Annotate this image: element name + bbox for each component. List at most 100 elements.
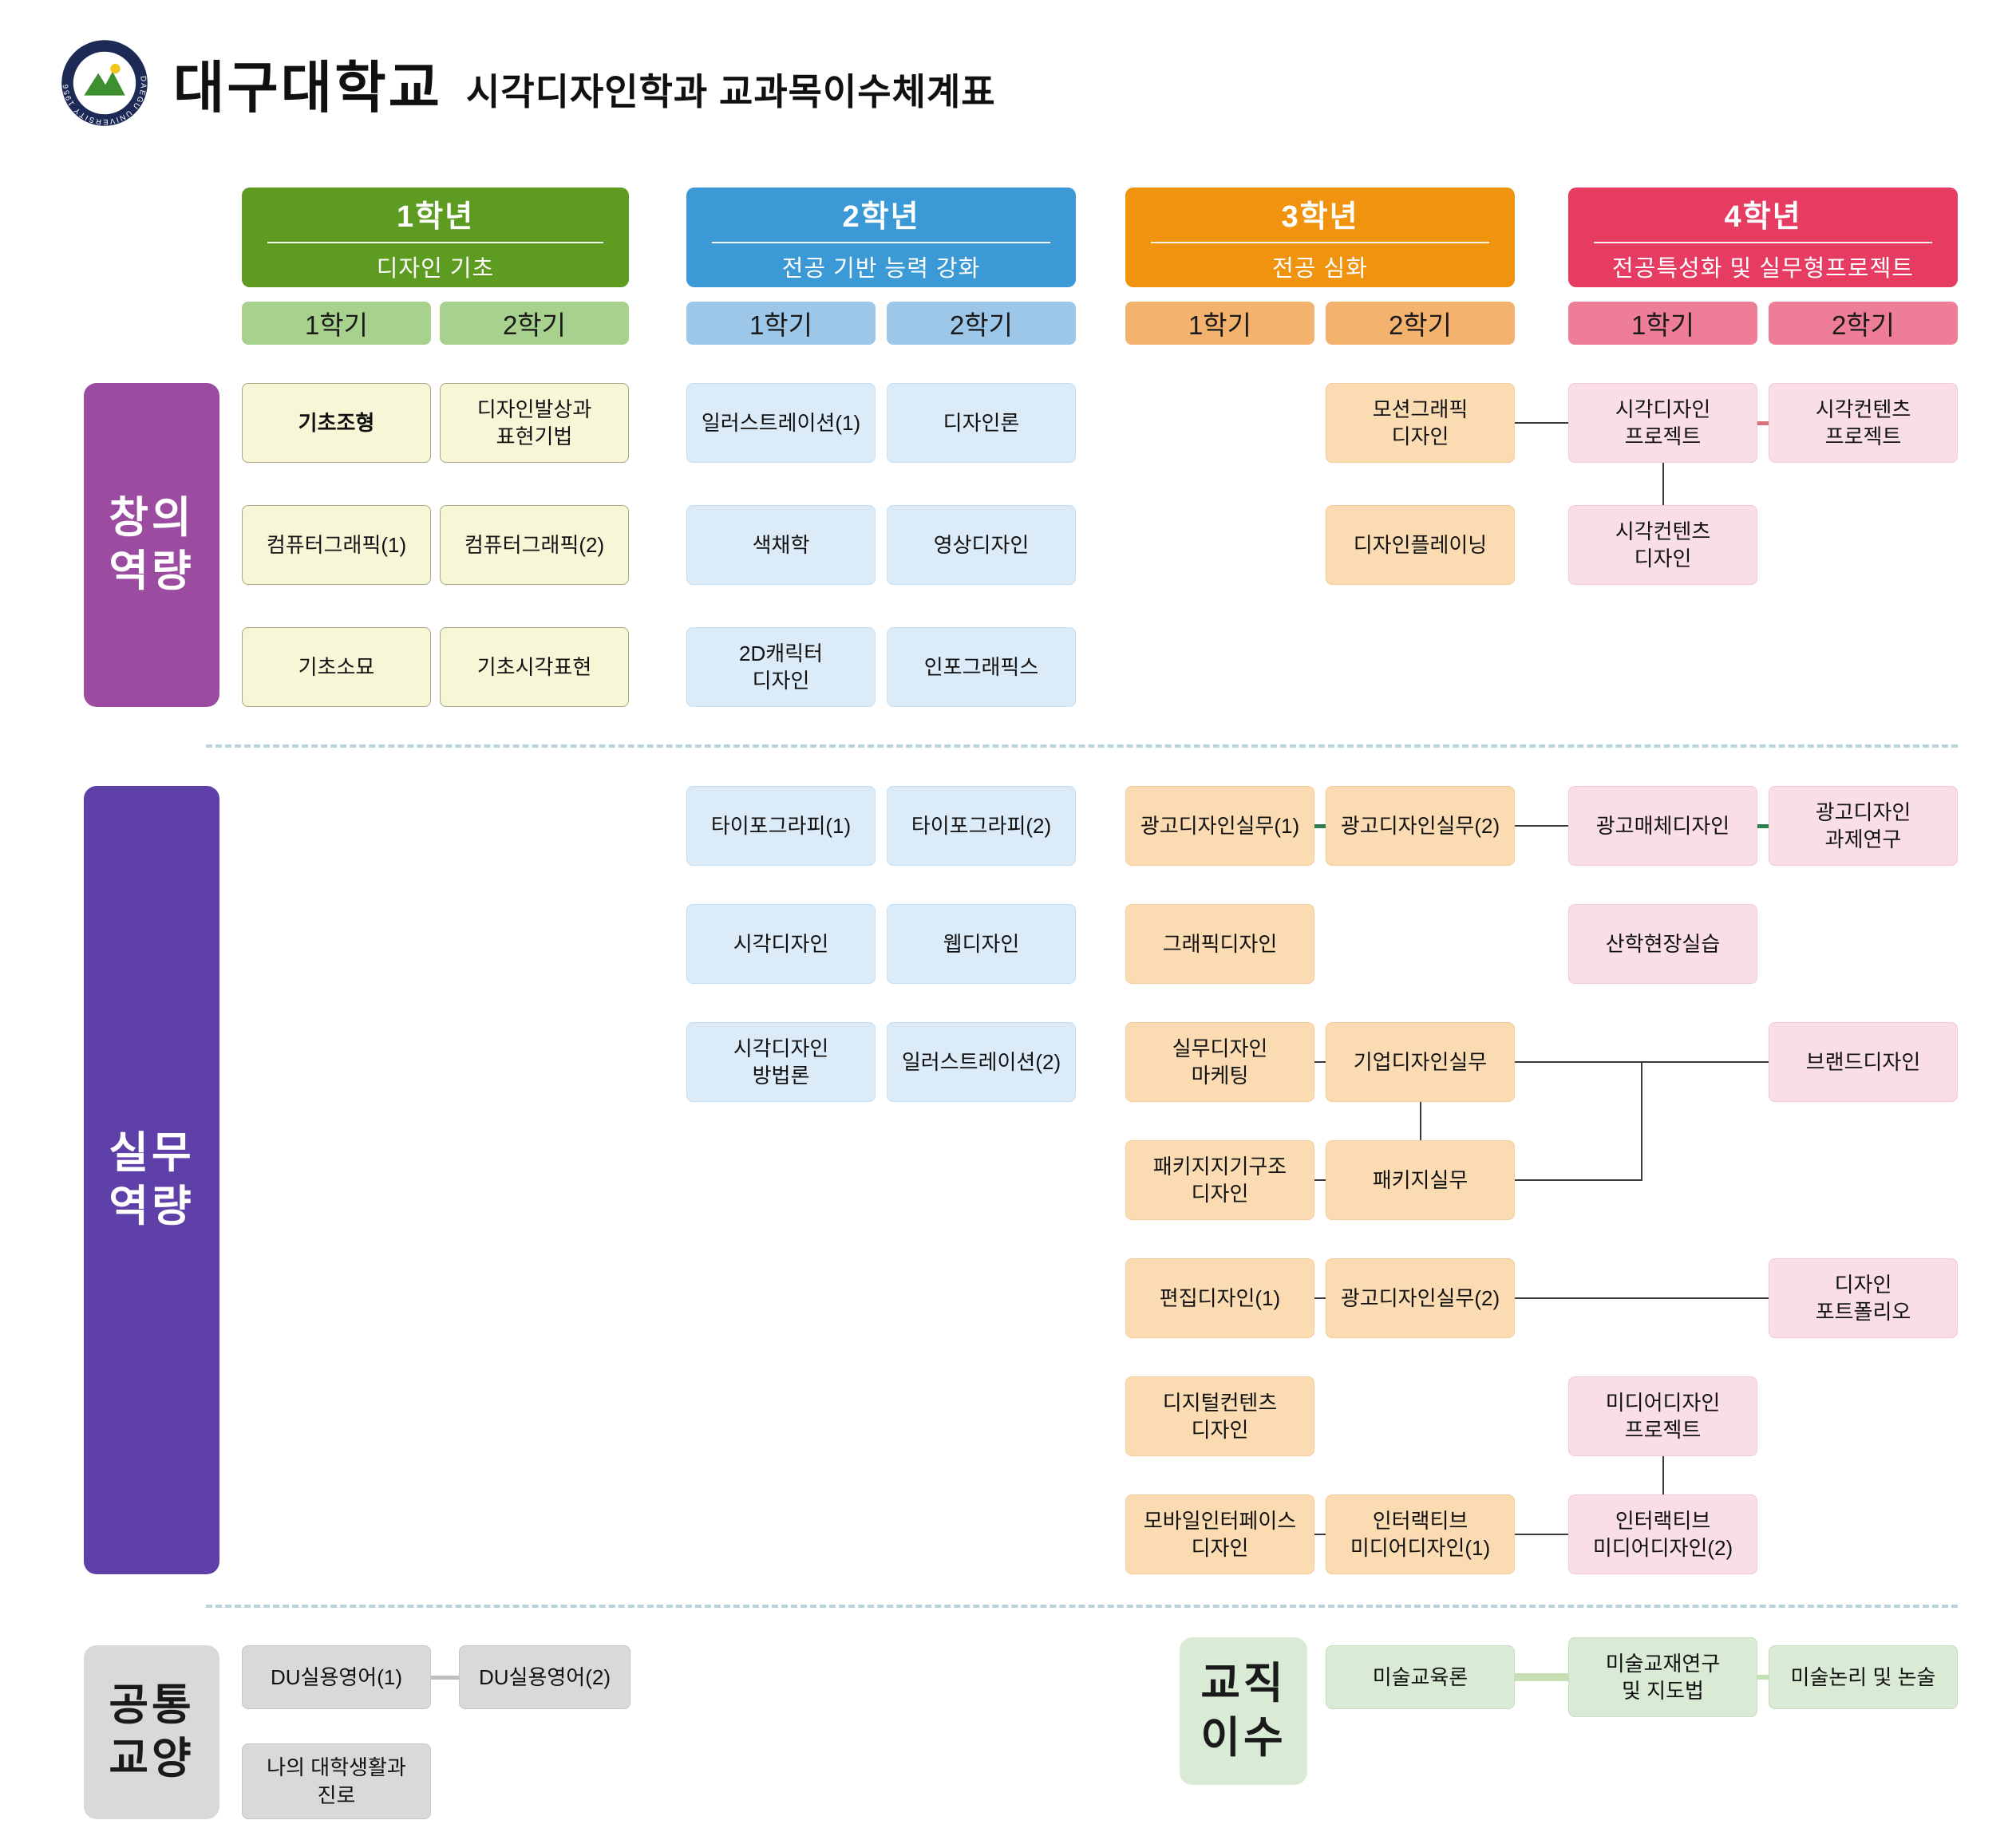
course-label-line: 모션그래픽 [1372,397,1469,421]
semester-chip-4-1: 1학기 [1568,302,1757,345]
course-typography-1: 타이포그라피(1) [686,786,876,866]
course-label-line: 디자인 [1834,1272,1892,1297]
course-label-line: 시각디자인 [733,931,829,956]
connector-package-practice-to-brand-design [1641,1062,1642,1181]
year-header-rule [1150,242,1490,243]
connector-ad-design-practice-2b-to-design-portfolio [1515,1297,1769,1299]
section-divider [206,744,1958,748]
course-label-line: 그래픽디자인 [1162,931,1278,956]
course-label-line: 디자인 [1634,547,1692,571]
course-label-line: 미술논리 및 논술 [1790,1664,1936,1689]
course-label-line: 미디어디자인(1) [1350,1536,1491,1560]
header: DAEGU UNIVERSITY 1956 대구대학교 시각디자인학과 교과목이… [60,38,996,128]
year-label: 4학년 [1724,200,1802,234]
course-foundation-form: 기초조형 [242,383,431,463]
section-label-line: 실무 [109,1128,195,1177]
course-illustration-2: 일러스트레이션(2) [887,1022,1076,1102]
course-label-line: 미술교육론 [1372,1664,1469,1689]
course-label-line: 및 지도법 [1622,1679,1704,1703]
course-label-line: 포트폴리오 [1815,1300,1911,1324]
course-label-line: 미술교재연구 [1605,1651,1721,1676]
section-label-line: 교양 [109,1735,195,1783]
course-label-line: 방법론 [752,1064,810,1088]
connector-visual-design-project-to-visual-contents-project [1757,420,1769,425]
course-infographics: 인포그래픽스 [887,627,1076,707]
course-label-line: 미디어디자인(2) [1592,1536,1733,1560]
course-computer-graphic-2: 컴퓨터그래픽(2) [440,505,629,585]
course-label-line: 일러스트레이션(2) [901,1049,1061,1074]
semester-chip-1-1: 1학기 [242,302,431,345]
course-ad-design-practice-2b: 광고디자인실무(2) [1326,1258,1515,1338]
course-basic-drawing: 기초소묘 [242,627,431,707]
course-label-line: DU실용영어(1) [270,1664,402,1689]
connector-editorial-design-1-to-ad-design-practice-2b [1314,1297,1326,1299]
course-label-line: 브랜드디자인 [1805,1049,1921,1074]
page-title: 시각디자인학과 교과목이수체계표 [466,71,996,113]
connector-media-design-project-to-interactive-media-2 [1662,1456,1664,1494]
year-header-rule [267,242,604,243]
course-label-line: 디지털컨텐츠 [1162,1390,1278,1415]
section-label-line: 공통 [109,1680,195,1729]
course-label-line: 타이포그라피(2) [911,813,1052,838]
course-corporate-design-practice: 기업디자인실무 [1326,1022,1515,1102]
course-du-english-2: DU실용영어(2) [459,1645,630,1709]
semester-chip-1-2: 2학기 [440,302,629,345]
course-design-theory: 디자인론 [887,383,1076,463]
course-color-theory: 색채학 [686,505,876,585]
connector-corporate-design-practice-to-package-practice [1419,1102,1421,1140]
section-label-line: 이수 [1200,1713,1287,1762]
course-label-line: 웹디자인 [943,931,1020,956]
course-ad-media-design: 광고매체디자인 [1568,786,1757,866]
course-label-line: 패키지실무 [1372,1167,1469,1192]
section-divider [206,1605,1958,1608]
course-ad-design-practice-2: 광고디자인실무(2) [1326,786,1515,866]
year-label: 2학년 [842,200,920,234]
course-label-line: 광고디자인실무(2) [1340,813,1500,838]
course-typography-2: 타이포그라피(2) [887,786,1076,866]
course-illustration-1: 일러스트레이션(1) [686,383,876,463]
course-label-line: 기업디자인실무 [1353,1049,1488,1074]
course-ad-design-practice-1: 광고디자인실무(1) [1125,786,1314,866]
course-label-line: 미디어디자인 [1605,1390,1721,1415]
connector-ad-design-practice-1-to-ad-design-practice-2 [1314,823,1326,828]
course-video-design: 영상디자인 [887,505,1076,585]
course-web-design: 웹디자인 [887,904,1076,984]
course-label-line: 영상디자인 [933,532,1030,557]
semester-chip-2-2: 2학기 [887,302,1076,345]
course-label-line: 마케팅 [1191,1064,1249,1088]
connector-du-english-1-to-du-english-2 [431,1675,459,1680]
course-label-line: 컴퓨터그래픽(2) [464,532,605,557]
course-label-line: 모바일인터페이스 [1143,1508,1297,1533]
course-graphic-design: 그래픽디자인 [1125,904,1314,984]
course-editorial-design-1: 편집디자인(1) [1125,1258,1314,1338]
year-subtitle: 전공 기반 능력 강화 [781,256,981,282]
course-label-line: 디자인론 [943,410,1020,435]
connector-package-practice-to-brand-design [1515,1179,1642,1181]
course-art-education-theory: 미술교육론 [1326,1645,1515,1709]
course-label-line: 광고디자인실무(1) [1140,813,1300,838]
course-label-line: 기초조형 [298,410,375,435]
course-label-line: 시각컨텐츠 [1615,519,1711,543]
course-label-line: 디자인발상과 [476,397,592,421]
connector-interactive-media-1-to-interactive-media-2 [1515,1534,1568,1535]
connector-motion-graphic-to-visual-design-project [1515,422,1568,424]
